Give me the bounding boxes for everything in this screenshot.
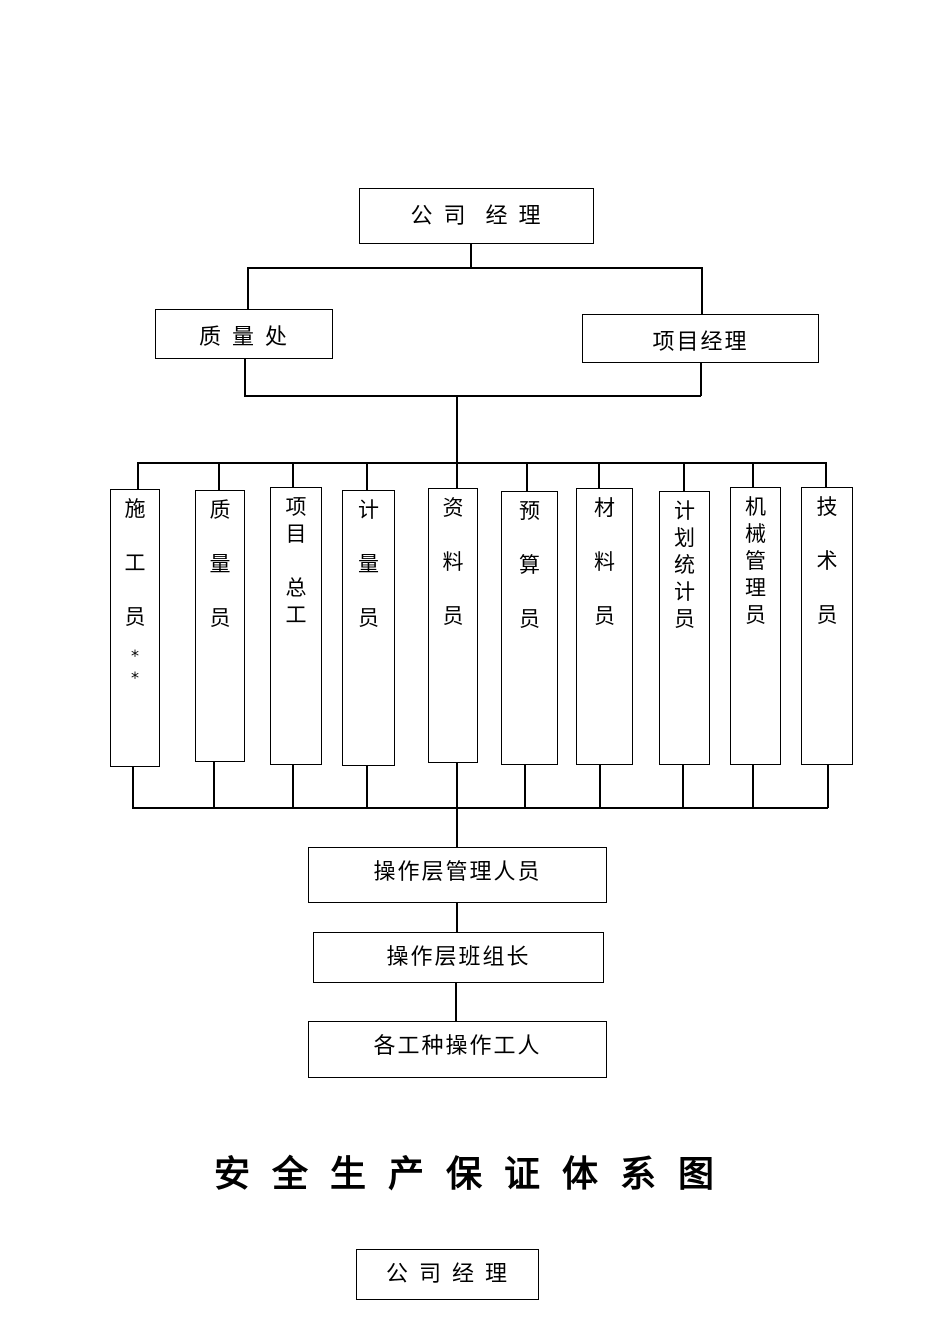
bottom-company-manager-box: 公 司 经 理	[356, 1249, 539, 1300]
connector	[825, 462, 827, 488]
connector	[701, 267, 703, 315]
company-manager-label: 公 司 经 理	[410, 204, 543, 229]
connector	[598, 462, 600, 489]
connector	[132, 807, 828, 809]
connector	[524, 764, 526, 808]
staff-label: 预 算 员	[519, 499, 540, 631]
connector	[137, 462, 826, 464]
staff-box-metering: 计 量 员	[342, 490, 395, 766]
connector	[752, 462, 754, 488]
connector	[827, 764, 829, 808]
quality-dept-label: 质 量 处	[199, 325, 289, 350]
connector	[218, 462, 220, 491]
connector	[366, 765, 368, 808]
workers-box: 各工种操作工人	[308, 1021, 607, 1078]
staff-label: 施 工 员	[124, 497, 146, 629]
connector	[247, 267, 702, 269]
staff-box-materials: 材 料 员	[576, 488, 633, 765]
connector	[456, 395, 458, 463]
operations-management-box: 操作层管理人员	[308, 847, 607, 903]
staff-label: 技 术 员	[816, 495, 838, 627]
staff-box-quality: 质 量 员	[195, 490, 245, 762]
connector	[526, 462, 528, 492]
staff-box-technical: 技 术 员	[801, 487, 853, 765]
staff-box-project-chief: 项 目 总 工	[270, 487, 322, 765]
connector	[599, 764, 601, 808]
staff-label: 质 量 员	[209, 498, 231, 630]
quality-dept-box: 质 量 处	[155, 309, 333, 359]
staff-label: 计 划 统 计 员	[674, 499, 695, 631]
team-leader-label: 操作层班组长	[386, 945, 531, 970]
company-manager-box: 公 司 经 理	[359, 188, 594, 244]
staff-box-budget: 预 算 员	[501, 491, 558, 765]
connector	[244, 395, 701, 397]
staff-box-planning: 计 划 统 计 员	[659, 491, 710, 765]
connector	[456, 762, 458, 848]
connector	[470, 243, 472, 268]
staff-note: * *	[131, 646, 139, 687]
staff-label: 计 量 员	[358, 498, 379, 630]
connector	[366, 462, 368, 491]
connector	[292, 462, 294, 488]
project-manager-label: 项目经理	[652, 330, 749, 355]
connector	[682, 764, 684, 808]
diagram-title: 安全生产保证体系图	[213, 1153, 736, 1195]
staff-label: 材 料 员	[594, 496, 615, 628]
connector	[456, 902, 458, 933]
bottom-company-manager-label: 公 司 经 理	[386, 1262, 509, 1287]
connector	[700, 362, 702, 396]
connector	[292, 764, 294, 808]
connector	[456, 462, 458, 489]
staff-label: 资 料 员	[442, 496, 464, 628]
staff-label: 项 目 总 工	[285, 495, 307, 627]
connector	[213, 761, 215, 808]
connector	[455, 982, 457, 1022]
workers-label: 各工种操作工人	[373, 1034, 542, 1059]
staff-box-construction: 施 工 员 * *	[110, 489, 160, 767]
connector	[683, 462, 685, 492]
staff-label: 机 械 管 理 员	[745, 495, 766, 627]
connector	[247, 267, 249, 310]
connector	[132, 766, 134, 808]
connector	[244, 358, 246, 396]
connector	[752, 764, 754, 808]
project-manager-box: 项目经理	[582, 314, 819, 363]
staff-box-documents: 资 料 员	[428, 488, 478, 763]
connector	[137, 462, 139, 490]
operations-management-label: 操作层管理人员	[373, 860, 542, 885]
team-leader-box: 操作层班组长	[313, 932, 604, 983]
staff-box-machinery: 机 械 管 理 员	[730, 487, 781, 765]
